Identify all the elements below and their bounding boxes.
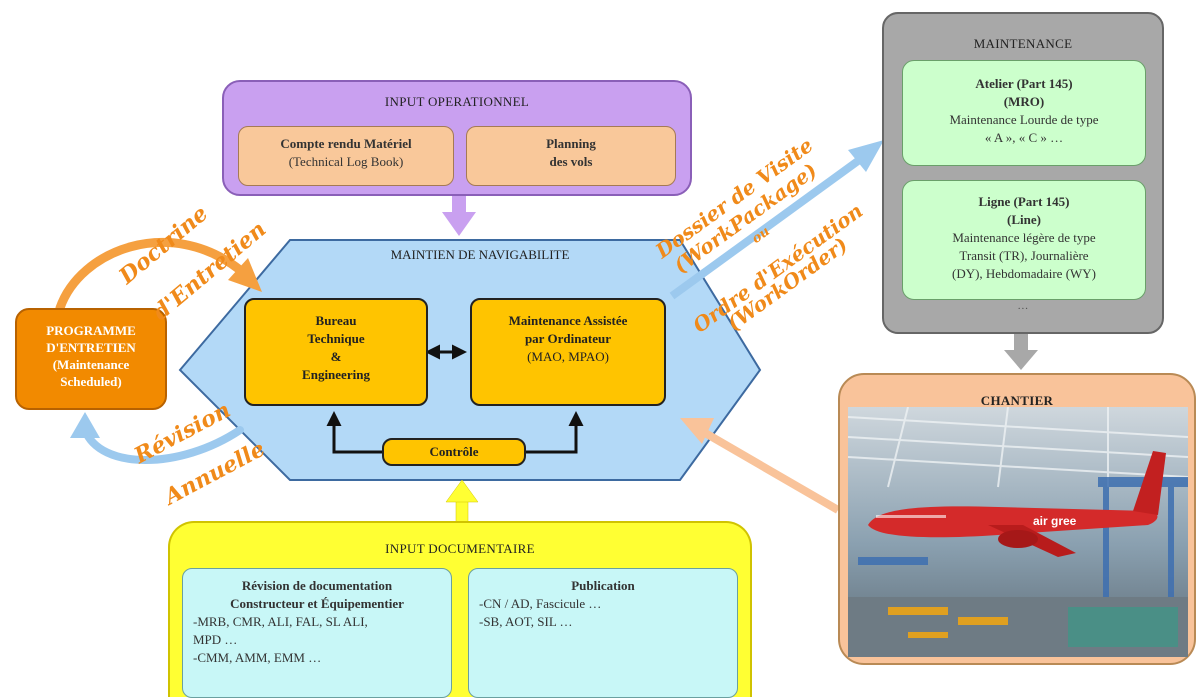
planning-line2: des vols: [549, 154, 593, 169]
operationnel-to-maintien-arrow: [442, 196, 476, 236]
maintien-title: MAINTIEN DE NAVIGABILITE: [390, 247, 570, 262]
publication-line1: Publication: [571, 578, 635, 593]
controle-right-line: [524, 411, 584, 454]
maintenance-ellipsis: …: [1017, 300, 1029, 312]
input-documentaire-panel: INPUT DOCUMENTAIRE Révision de documenta…: [168, 521, 752, 698]
revision-doc-line1: Révision de documentation: [241, 578, 393, 593]
doctrine-arrowhead: [228, 258, 262, 292]
airplane-illustration: air gree: [868, 451, 1166, 557]
mao-line1: Maintenance Assistée: [508, 313, 628, 328]
revision-arrow: [81, 426, 244, 464]
workpackage-arrowhead: [848, 140, 884, 172]
doctrine-arrow: [55, 238, 245, 313]
ligne-line2: (Line): [1007, 212, 1041, 227]
bureau-line2: Technique: [307, 331, 365, 346]
bureau-technique-box: Bureau Technique & Engineering: [244, 298, 428, 406]
mao-line2: par Ordinateur: [524, 331, 612, 346]
controle-box: Contrôle: [382, 438, 526, 466]
revision-arrowhead: [70, 412, 100, 438]
publication-line2: -CN / AD, Fascicule …: [479, 596, 602, 611]
controle-label: Contrôle: [429, 444, 479, 459]
revision-doc-line5: -CMM, AMM, EMM …: [193, 650, 322, 665]
bureau-line1: Bureau: [315, 313, 357, 328]
compte-rendu-box: Compte rendu Matériel (Technical Log Boo…: [238, 126, 454, 186]
ligne-line5: (DY), Hebdomadaire (WY): [951, 266, 1097, 281]
programme-entretien-box: PROGRAMME D'ENTRETIEN (Maintenance Sched…: [15, 308, 167, 410]
chantier-title: CHANTIER: [980, 393, 1054, 408]
bureau-line3: &: [330, 349, 342, 364]
airplane-livery-text: air gree: [1033, 514, 1077, 528]
revision-doc-line3: -MRB, CMR, ALI, FAL, SL ALI,: [193, 614, 368, 629]
revision-doc-line2: Constructeur et Équipementier: [230, 596, 404, 611]
controle-left-line: [326, 411, 384, 454]
hangar-photo: air gree: [848, 407, 1188, 657]
input-operationnel-panel: INPUT OPERATIONNEL Compte rendu Matériel…: [222, 80, 692, 196]
input-documentaire-title: INPUT DOCUMENTAIRE: [385, 541, 535, 556]
atelier-line2: (MRO): [1003, 94, 1045, 109]
bureau-line4: Engineering: [302, 367, 370, 382]
atelier-box: Atelier (Part 145) (MRO) Maintenance Lou…: [902, 60, 1146, 166]
chantier-feedback-arrow: [697, 426, 841, 514]
compte-rendu-line2: (Technical Log Book): [288, 154, 404, 169]
mao-line3: (MAO, MPAO): [527, 349, 609, 364]
atelier-line1: Atelier (Part 145): [975, 76, 1073, 91]
maintenance-title: MAINTENANCE: [973, 36, 1073, 51]
revision-doc-line4: MPD …: [193, 632, 238, 647]
planning-line1: Planning: [546, 136, 596, 151]
maintenance-panel: MAINTENANCE Atelier (Part 145) (MRO) Mai…: [882, 12, 1164, 334]
compte-rendu-line1: Compte rendu Matériel: [280, 136, 412, 151]
atelier-line3: Maintenance Lourde de type: [949, 112, 1099, 127]
publication-line3: -SB, AOT, SIL …: [479, 614, 573, 629]
programme-line3: (Maintenance: [52, 357, 130, 372]
programme-line1: PROGRAMME: [46, 323, 136, 338]
atelier-line4: « A », « C » …: [984, 130, 1064, 145]
ligne-line1: Ligne (Part 145): [978, 194, 1070, 209]
planning-box: Planning des vols: [466, 126, 676, 186]
ligne-box: Ligne (Part 145) (Line) Maintenance légè…: [902, 180, 1146, 300]
ligne-line3: Maintenance légère de type: [952, 230, 1096, 245]
programme-line4: Scheduled): [60, 374, 122, 389]
input-operationnel-title: INPUT OPERATIONNEL: [384, 94, 530, 109]
programme-line2: D'ENTRETIEN: [46, 340, 136, 355]
mao-box: Maintenance Assistée par Ordinateur (MAO…: [470, 298, 666, 406]
maintenance-to-chantier-arrow: [1004, 334, 1038, 370]
ligne-line4: Transit (TR), Journalière: [959, 248, 1089, 263]
documentaire-to-maintien-arrow: [445, 479, 479, 523]
publication-box: Publication -CN / AD, Fascicule … -SB, A…: [468, 568, 738, 698]
workpackage-arrow: [669, 154, 865, 300]
chantier-panel: CHANTIER: [838, 373, 1196, 665]
chantier-feedback-arrowhead: [680, 418, 714, 444]
revision-documentation-box: Révision de documentation Constructeur e…: [182, 568, 452, 698]
